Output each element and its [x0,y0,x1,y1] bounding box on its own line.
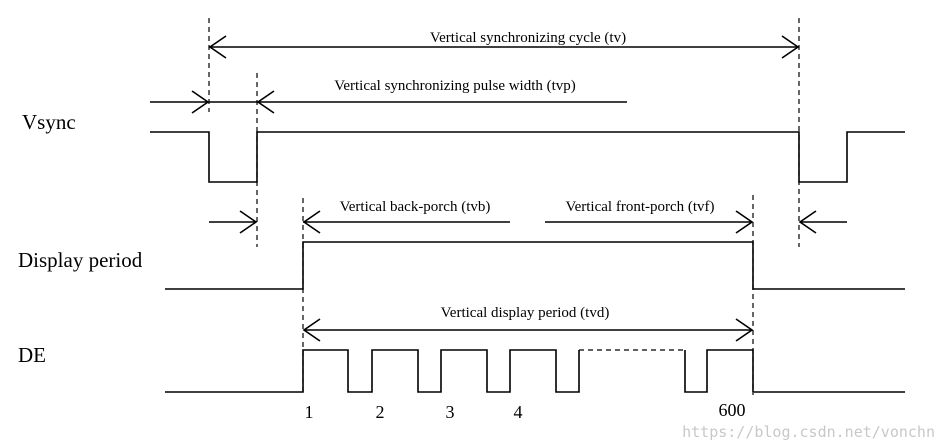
tvp-dimension [150,90,627,114]
de-waveform-start [165,349,580,393]
de-line-number: 1 [305,402,314,422]
label-tvf: Vertical front-porch (tvf) [565,199,714,215]
tv-dimension [208,35,800,59]
de-line-number: 600 [719,400,746,420]
tvd-dimension [302,318,754,342]
signal-label-display-period: Display period [18,248,143,272]
label-tvp: Vertical synchronizing pulse width (tvp) [334,78,576,94]
tvb-dimension [209,210,510,234]
de-waveform-end [684,349,905,393]
de-line-number: 3 [446,402,455,422]
de-line-number: 2 [376,402,385,422]
display-period-waveform [165,241,905,290]
label-tv: Vertical synchronizing cycle (tv) [430,30,626,46]
signal-label-vsync: Vsync [22,110,76,134]
tvf-dimension [545,210,847,234]
label-tvd: Vertical display period (tvd) [441,305,610,321]
de-line-number: 4 [514,402,523,422]
vsync-waveform [150,131,905,183]
label-tvb: Vertical back-porch (tvb) [340,199,491,215]
signal-label-de: DE [18,343,46,367]
watermark: https://blog.csdn.net/vonchn [682,423,935,440]
